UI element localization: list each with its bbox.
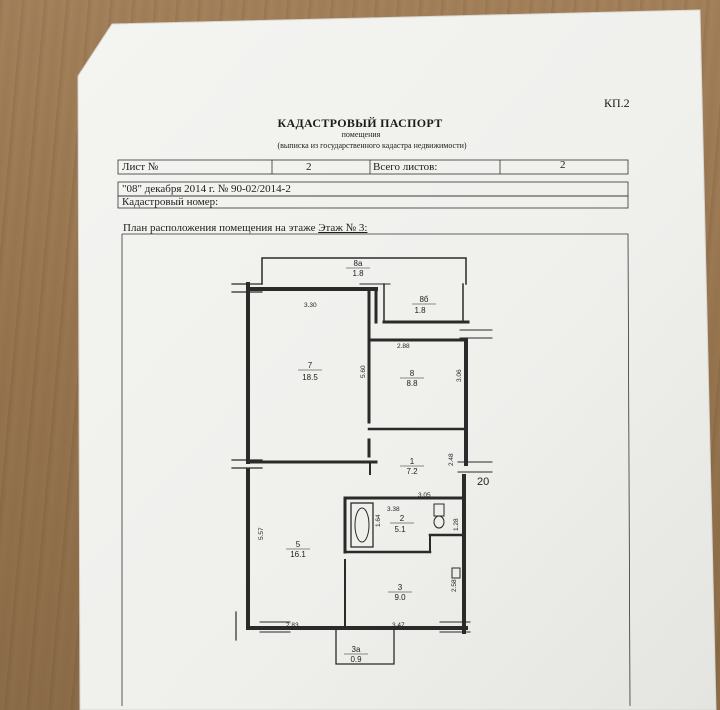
date-registration: "08" декабря 2014 г. № 90-02/2014-2 <box>122 183 291 195</box>
room-area-2: 5.1 <box>394 525 406 534</box>
balcony-3a-outline <box>335 629 395 665</box>
form-code: КП.2 <box>604 96 630 110</box>
room-id-2: 2 <box>400 514 405 523</box>
room-id-5: 5 <box>296 540 301 549</box>
room-area-8b: 1.8 <box>414 306 426 315</box>
plan-frame <box>122 233 631 707</box>
document-source: (выписка из государственного кадастра не… <box>277 141 467 150</box>
room-area-8: 8.8 <box>406 379 418 388</box>
dimension-labels: 3.30 2.88 5.60 3.06 2.48 3.05 3.38 1.64 … <box>258 302 463 629</box>
document-subtitle: помещения <box>341 130 381 139</box>
sheet-row-box <box>117 159 629 175</box>
room-id-8b: 8б <box>419 295 428 304</box>
sheet-label: Лист № <box>122 161 159 173</box>
toilet-icon <box>433 503 445 517</box>
room-area-8a: 1.8 <box>352 269 364 278</box>
stove-icon <box>451 567 461 579</box>
dim-3-38: 3.38 <box>387 506 400 513</box>
dim-2-83: 2.83 <box>286 622 299 629</box>
room-area-7: 18.5 <box>302 373 318 382</box>
room-id-3a: 3а <box>352 645 361 654</box>
room-id-1: 1 <box>410 457 415 466</box>
cadastral-number-label: Кадастровый номер: <box>122 196 219 208</box>
plan-caption-prefix: План расположения помещения на этаже <box>123 222 316 234</box>
dim-3-47: 3.47 <box>392 622 405 629</box>
floor-marker: 20 <box>477 476 490 488</box>
total-sheets-label: Всего листов: <box>373 161 438 173</box>
dim-5-57: 5.57 <box>258 527 265 540</box>
room-id-3: 3 <box>398 583 403 592</box>
balcony-8a-outline <box>261 257 467 285</box>
sheet-value: 2 <box>306 161 312 173</box>
document-title: КАДАСТРОВЫЙ ПАСПОРТ <box>277 116 443 130</box>
dim-5-60: 5.60 <box>360 365 367 378</box>
room-id-8: 8 <box>410 369 415 378</box>
room-area-3a: 0.9 <box>350 655 362 664</box>
room-id-7: 7 <box>308 361 313 370</box>
plan-caption-floor: Этаж № 3: <box>318 222 368 234</box>
cadastral-row-box <box>117 195 629 209</box>
dim-2-88: 2.88 <box>397 343 410 350</box>
room-area-1: 7.2 <box>406 467 418 476</box>
dim-2-48: 2.48 <box>448 453 455 466</box>
room-area-3: 9.0 <box>394 593 406 602</box>
dim-2-58: 2.58 <box>451 579 458 592</box>
dim-3-05: 3.05 <box>418 492 431 499</box>
bathtub-icon <box>350 502 374 548</box>
room-id-8a: 8а <box>354 259 363 268</box>
plan-caption: План расположения помещения на этаже Эта… <box>123 222 367 234</box>
room-labels: 8а 1.8 8б 1.8 7 18.5 8 8.8 1 7.2 2 5.1 5… <box>286 259 436 664</box>
dim-3-06: 3.06 <box>456 369 463 382</box>
dim-1-28: 1.28 <box>453 518 460 531</box>
dim-3-30: 3.30 <box>304 302 317 309</box>
dim-1-64: 1.64 <box>375 514 382 527</box>
total-sheets-value: 2 <box>560 159 566 171</box>
room-area-5: 16.1 <box>290 550 306 559</box>
